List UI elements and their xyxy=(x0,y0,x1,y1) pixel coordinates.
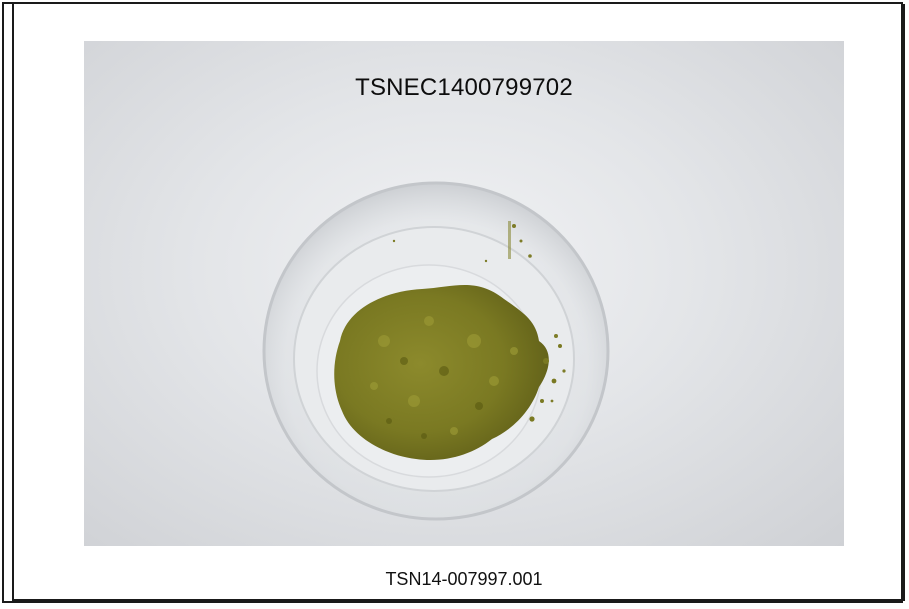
powder-grains xyxy=(529,344,562,422)
powder-clumps xyxy=(370,316,518,435)
outer-border xyxy=(2,2,903,603)
sample-caption: TSN14-007997.001 xyxy=(385,569,543,589)
inner-border xyxy=(12,4,905,601)
sample-photo: TSNEC1400799702 xyxy=(84,41,844,546)
photo-label: TSNEC1400799702 xyxy=(355,74,573,101)
powder-shadows xyxy=(386,357,483,439)
sample-cup-illustration xyxy=(262,181,610,521)
